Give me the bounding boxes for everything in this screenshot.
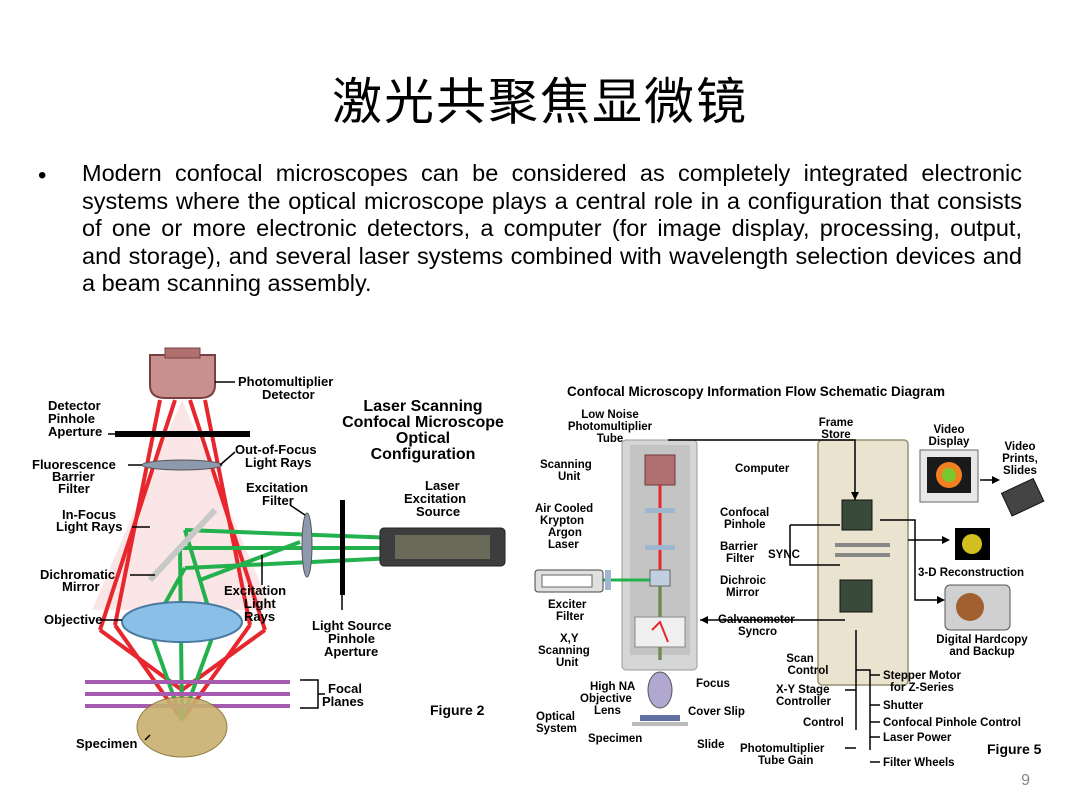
excitation-filter bbox=[301, 512, 313, 578]
pmt-icon bbox=[644, 454, 676, 486]
detector-pinhole bbox=[115, 431, 250, 437]
label-slide: Slide bbox=[697, 739, 724, 751]
fig5-heading: Confocal Microscopy Information Flow Sch… bbox=[567, 384, 945, 399]
computer-icon bbox=[817, 439, 909, 686]
label-focus: Focus bbox=[696, 678, 730, 690]
bullet-text: Modern confocal microscopes can be consi… bbox=[82, 160, 1022, 296]
video-printer-icon bbox=[1000, 477, 1045, 517]
label-cover-slip: Cover Slip bbox=[688, 706, 745, 718]
slide-title: 激光共聚焦显微镜 bbox=[332, 73, 748, 131]
bullet-icon: • bbox=[38, 162, 47, 189]
photomultiplier-icon bbox=[149, 354, 216, 399]
label-specimen: Specimen bbox=[76, 736, 137, 751]
dichroic-mirror bbox=[147, 507, 218, 583]
objective-lens bbox=[121, 601, 243, 643]
light-cone bbox=[92, 400, 272, 610]
objective-icon bbox=[647, 671, 673, 709]
specimen-icon bbox=[136, 696, 228, 758]
light-source-pinhole bbox=[340, 500, 345, 595]
label-computer: Computer bbox=[735, 463, 790, 475]
label-specimen: Specimen bbox=[588, 733, 642, 745]
stage-icon bbox=[640, 715, 680, 721]
label-control: Control bbox=[803, 717, 844, 729]
label-sync: SYNC bbox=[768, 549, 800, 561]
figure-5: Confocal Microscopy Information Flow Sch… bbox=[534, 384, 1045, 769]
page-number: 9 bbox=[1021, 772, 1030, 789]
label-objective: Objective bbox=[44, 612, 103, 627]
fig2-caption: Figure 2 bbox=[430, 702, 485, 718]
fig5-caption: Figure 5 bbox=[987, 741, 1042, 757]
label-3d-reconstruction: 3-D Reconstruction bbox=[918, 567, 1024, 579]
barrier-filter bbox=[141, 459, 223, 471]
